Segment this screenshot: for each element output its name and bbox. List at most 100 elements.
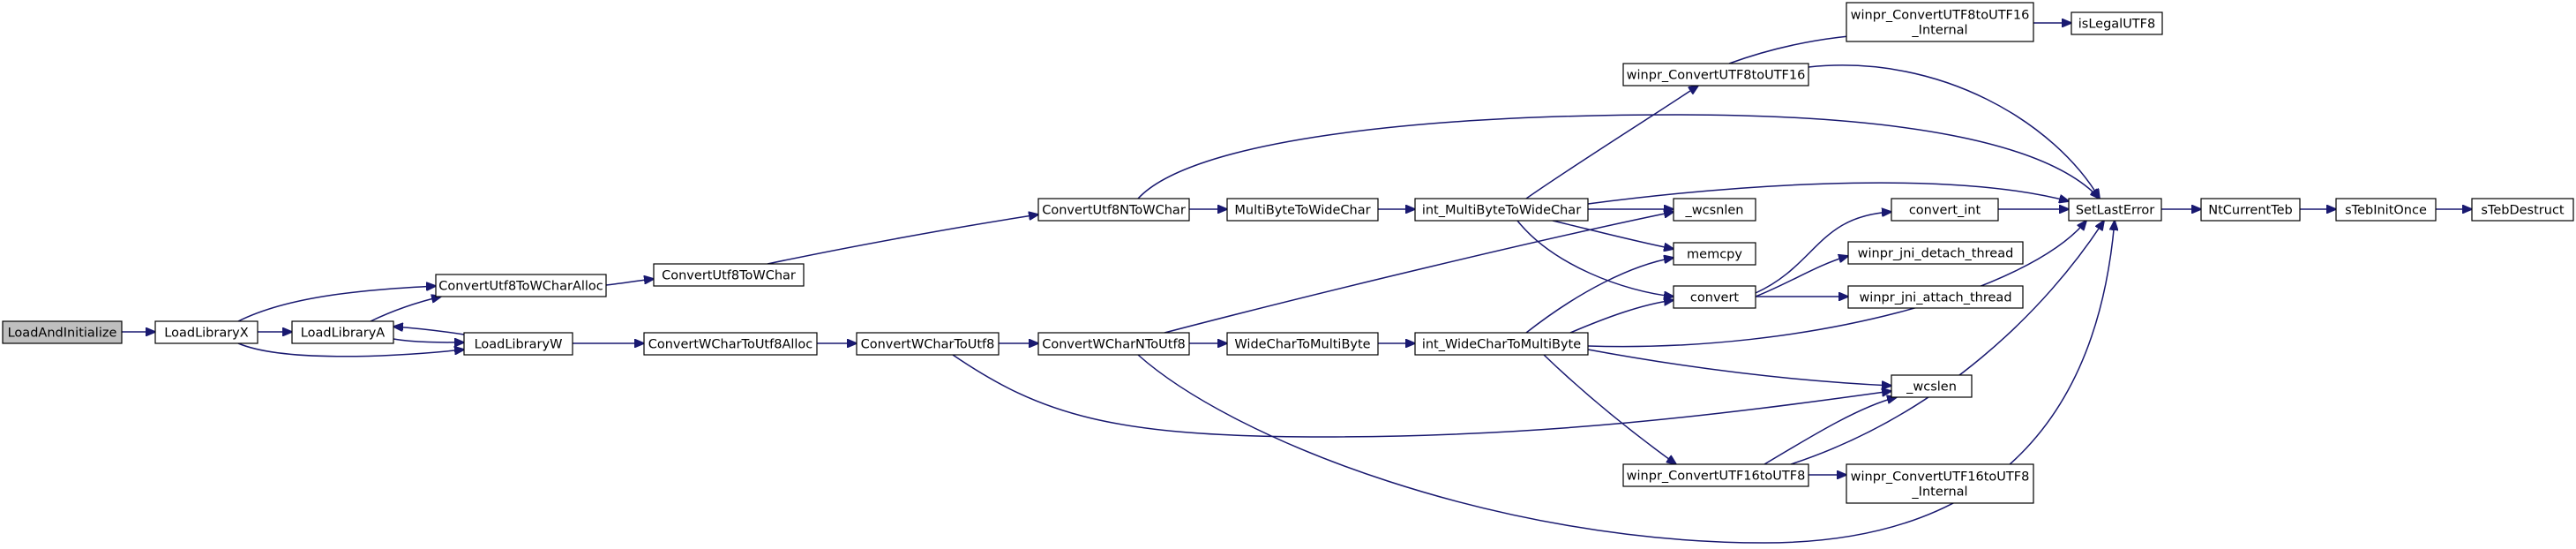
node-label: convert_int (1909, 204, 1981, 218)
node-_wcslen[interactable]: _wcslen (1891, 374, 1973, 398)
edge-convertwcharntoutf8-to-_wcsnlen (1164, 212, 1674, 334)
edge-int_widechartomultibyte-to-convert (1569, 300, 1674, 334)
node-box (1414, 198, 1589, 222)
node-_wcsnlen[interactable]: _wcsnlen (1673, 198, 1756, 222)
node-label: LoadLibraryA (301, 327, 385, 341)
node-ntcurrentteb[interactable]: NtCurrentTeb (2200, 198, 2301, 222)
node-convertutf8ntowchar[interactable]: ConvertUtf8NToWChar (1037, 198, 1190, 222)
node-label: winpr_ConvertUTF16toUTF8 (1851, 470, 2030, 485)
node-box (1622, 63, 1809, 86)
node-label: winpr_jni_detach_thread (1858, 247, 2014, 261)
node-label: ConvertUtf8ToWChar (662, 269, 796, 283)
node-islegalutf8[interactable]: isLegalUTF8 (2071, 11, 2163, 35)
node-box (2, 320, 123, 344)
edge-int_widechartomultibyte-to-memcpy (1525, 258, 1674, 334)
node-label: int_WideCharToMultiByte (1422, 338, 1581, 352)
edge-convertutf8towchar-to-convertutf8ntowchar (767, 214, 1038, 265)
edge-int_multibytetowidechar-to-setlasterror (1587, 182, 2069, 205)
node-convertwcharntoutf8[interactable]: ConvertWCharNToUtf8 (1037, 332, 1190, 356)
node-label: _wcsnlen (1685, 204, 1744, 218)
edge-winpr_convertutf16toutf8-to-setlasterror (1790, 221, 2104, 465)
node-label: LoadLibraryX (164, 327, 248, 341)
node-winpr_convertutf16toutf8_internal[interactable]: winpr_ConvertUTF16toUTF8_Internal (1846, 463, 2034, 504)
node-box (1226, 332, 1379, 356)
node-box (653, 263, 805, 287)
node-box (643, 332, 818, 356)
node-setlasterror[interactable]: SetLastError (2068, 198, 2162, 222)
node-box (2335, 198, 2437, 222)
node-box (2200, 198, 2301, 222)
node-convertwchartoutf8[interactable]: ConvertWCharToUtf8 (856, 332, 1000, 356)
node-widechartomultibyte[interactable]: WideCharToMultiByte (1226, 332, 1379, 356)
edge-convertwchartoutf8-to-_wcslen (952, 354, 1891, 438)
node-multibytetowidechar[interactable]: MultiByteToWideChar (1226, 198, 1379, 222)
node-label: SetLastError (2076, 204, 2154, 218)
node-label: MultiByteToWideChar (1234, 204, 1370, 218)
node-box (435, 274, 607, 297)
node-label: convert (1690, 291, 1739, 305)
node-int_widechartomultibyte[interactable]: int_WideCharToMultiByte (1414, 332, 1589, 356)
node-label: LoadLibraryW (475, 338, 563, 352)
node-winpr_convertutf8toutf16_internal[interactable]: winpr_ConvertUTF8toUTF16_Internal (1846, 2, 2034, 42)
node-winpr_jni_detach_thread[interactable]: winpr_jni_detach_thread (1847, 241, 2024, 265)
node-label: winpr_ConvertUTF8toUTF16 (1851, 9, 2030, 23)
node-box (2071, 11, 2163, 35)
edge-loadlibrarya-to-convertutf8towcharalloc (370, 297, 441, 322)
node-box (1673, 198, 1756, 222)
node-label: sTebInitOnce (2345, 204, 2427, 218)
edge-convertwcharntoutf8-to-setlasterror (1137, 221, 2115, 544)
node-box (1846, 463, 2034, 504)
node-stebinitonce[interactable]: sTebInitOnce (2335, 198, 2437, 222)
node-label: ConvertUtf8NToWChar (1042, 204, 1186, 218)
node-label: _wcslen (1906, 380, 1957, 395)
node-box (291, 320, 394, 344)
node-label: winpr_ConvertUTF8toUTF16 (1627, 69, 1806, 83)
edge-loadlibraryx-to-convertutf8towcharalloc (237, 286, 436, 322)
node-label: LoadAndInitialize (8, 327, 117, 341)
node-winpr_jni_attach_thread[interactable]: winpr_jni_attach_thread (1847, 285, 2024, 309)
edge-convert-to-convert_int (1755, 212, 1891, 294)
node-int_multibytetowidechar[interactable]: int_MultiByteToWideChar (1414, 198, 1589, 222)
node-label: WideCharToMultiByte (1234, 338, 1370, 352)
node-winpr_convertutf8toutf16[interactable]: winpr_ConvertUTF8toUTF16 (1622, 63, 1809, 86)
node-box (1846, 2, 2034, 42)
node-box (2068, 198, 2162, 222)
node-loadlibraryx[interactable]: LoadLibraryX (154, 320, 258, 344)
node-box (1891, 374, 1973, 398)
node-winpr_convertutf16toutf8[interactable]: winpr_ConvertUTF16toUTF8 (1622, 463, 1809, 487)
edge-winpr_convertutf16toutf8-to-_wcslen (1764, 397, 1897, 465)
edge-int_multibytetowidechar-to-memcpy (1552, 220, 1674, 249)
node-convertutf8towcharalloc[interactable]: ConvertUtf8ToWCharAlloc (435, 274, 607, 297)
node-stebdestruct[interactable]: sTebDestruct (2471, 198, 2574, 222)
edge-int_widechartomultibyte-to-_wcslen (1587, 349, 1891, 386)
edge-winpr_convertutf8toutf16-to-setlasterror (1808, 64, 2100, 199)
edge-loadlibraryw-to-loadlibrarya (393, 327, 465, 335)
edge-int_widechartomultibyte-to-winpr_convertutf16toutf8 (1543, 354, 1676, 464)
node-convert[interactable]: convert (1673, 285, 1756, 309)
node-label: winpr_ConvertUTF16toUTF8 (1627, 470, 1806, 484)
node-box (1622, 463, 1809, 487)
node-label: winpr_jni_attach_thread (1859, 291, 2011, 305)
node-box (1037, 198, 1190, 222)
node-box (1673, 242, 1756, 266)
node-loadandinitialize[interactable]: LoadAndInitialize (2, 320, 123, 344)
node-convert_int[interactable]: convert_int (1891, 198, 1999, 222)
node-convertwchartoutf8alloc[interactable]: ConvertWCharToUtf8Alloc (643, 332, 818, 356)
edge-int_widechartomultibyte-to-setlasterror (1587, 221, 2086, 348)
node-label: NtCurrentTeb (2208, 204, 2293, 218)
node-label: ConvertWCharNToUtf8 (1042, 338, 1186, 352)
node-loadlibraryw[interactable]: LoadLibraryW (463, 332, 573, 356)
node-label: int_MultiByteToWideChar (1422, 204, 1581, 218)
node-label: ConvertWCharToUtf8 (861, 338, 995, 352)
nodes-layer: LoadAndInitialize LoadLibraryX LoadLibrary… (2, 2, 2574, 504)
node-convertutf8towchar[interactable]: ConvertUtf8ToWChar (653, 263, 805, 287)
edges-layer (122, 23, 2472, 544)
edge-convertutf8towcharalloc-to-convertutf8towchar (605, 279, 654, 286)
node-box (1891, 198, 1999, 222)
node-box (1673, 285, 1756, 309)
node-label: isLegalUTF8 (2078, 18, 2155, 32)
node-label: _Internal (1911, 485, 1967, 500)
node-memcpy[interactable]: memcpy (1673, 242, 1756, 266)
node-loadlibrarya[interactable]: LoadLibraryA (291, 320, 394, 344)
